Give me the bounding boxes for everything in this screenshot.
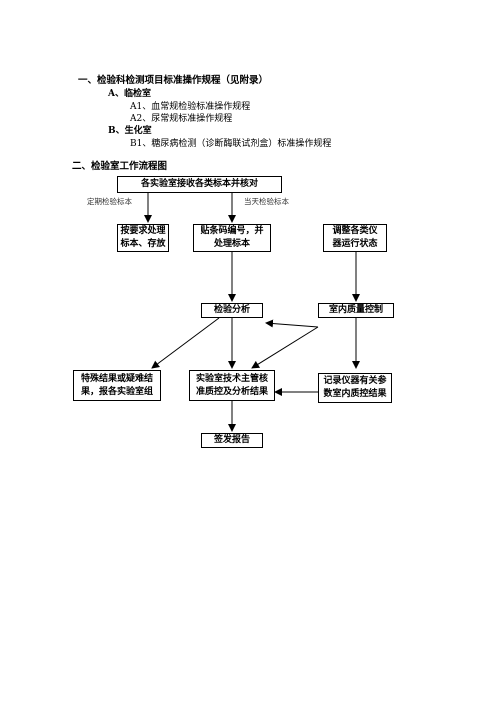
item-b1: B1、糖尿病检测（诊断酶联试剂盒）标准操作规程 <box>130 139 332 149</box>
flow-box-process-store: 按要求处理标本、存放 <box>117 224 169 252</box>
item-a2: A2、尿常规标准操作规程 <box>130 114 233 124</box>
flow-box-process-store-line2: 标本、存放 <box>120 239 166 249</box>
arrow-qc-to-supervisor <box>251 326 319 369</box>
flow-box-record: 记录仪器有关参数室内质控结果 <box>318 373 392 403</box>
flow-box-analysis-text: 检验分析 <box>213 305 250 315</box>
flow-box-record-line1: 记录仪器有关参 <box>323 376 387 386</box>
flow-box-adjust-line1: 调整各类仪 <box>332 226 378 236</box>
flow-box-adjust-line2: 器运行状态 <box>332 239 378 249</box>
flow-box-adjust: 调整各类仪器运行状态 <box>323 224 387 252</box>
section-1-title: 一、检验科检测项目标准操作规程（见附录） <box>78 75 269 86</box>
item-a1: A1、血常规检验标准操作规程 <box>130 102 251 112</box>
flow-box-analysis: 检验分析 <box>201 303 263 318</box>
flow-box-barcode-line2: 处理标本 <box>213 239 250 249</box>
section-2-title: 二、检验室工作流程图 <box>72 161 168 172</box>
flow-box-receive: 各实验室接收各类标本并核对 <box>117 176 282 193</box>
flow-box-record-line2: 数室内质控结果 <box>323 389 387 399</box>
arrow-analysis-to-special <box>151 317 220 369</box>
flow-box-barcode-line1: 贴条码编号，并 <box>200 226 264 236</box>
flow-box-special-results-line1: 特殊结果或疑难结 <box>80 373 153 384</box>
arrow-qc-to-analysis <box>265 319 319 328</box>
flow-box-qc-text: 室内质量控制 <box>328 305 383 315</box>
subsection-b-label: B、生化室 <box>108 126 152 136</box>
flow-box-qc: 室内质量控制 <box>318 303 394 318</box>
flow-box-report: 签发报告 <box>201 433 263 448</box>
label-periodic-samples: 定期检验标本 <box>87 197 132 206</box>
subsection-a-label: A、临检室 <box>108 89 151 99</box>
flow-box-process-store-line1: 按要求处理 <box>120 226 166 236</box>
flow-box-receive-text: 各实验室接收各类标本并核对 <box>140 179 258 189</box>
flow-box-supervisor: 实验室技术主管核准质控及分析结果 <box>189 370 275 401</box>
flow-box-barcode: 贴条码编号，并处理标本 <box>193 224 271 252</box>
flow-box-special-results: 特殊结果或疑难结果，报各实验室组 <box>73 370 161 401</box>
flow-box-report-text: 签发报告 <box>213 435 250 445</box>
flow-box-special-results-line2: 果，报各实验室组 <box>80 386 153 397</box>
flow-box-supervisor-line1: 实验室技术主管核 <box>195 373 268 384</box>
flow-box-supervisor-line2: 准质控及分析结果 <box>195 386 268 397</box>
label-same-day-samples: 当天检验标本 <box>244 197 289 206</box>
